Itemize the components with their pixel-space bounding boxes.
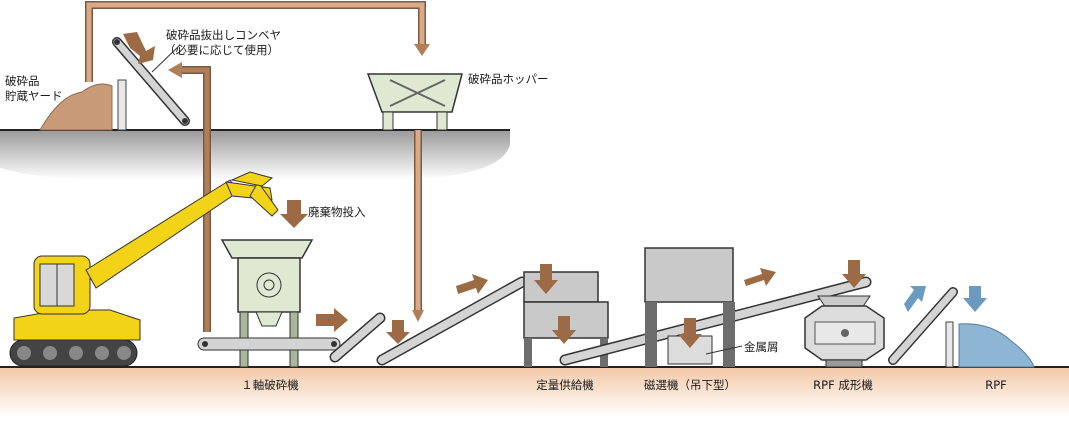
crushed-hopper [366, 73, 463, 131]
arrow-down-icon [842, 260, 866, 288]
label-single-shaft-crusher: １軸破砕機 [241, 378, 299, 392]
leader-line [151, 44, 181, 73]
label-rpf: RPF [985, 378, 1007, 392]
discharge-conveyor [112, 37, 190, 126]
label-rpf-molder: RPF 成形機 [813, 378, 873, 392]
crusher-conveyor [197, 337, 341, 351]
inclined-conveyor-b [376, 276, 528, 366]
label-waste-input: 廃棄物投入 [308, 205, 366, 219]
magnetic-separator [644, 247, 735, 367]
rpf-pile [958, 323, 1035, 368]
arrow-down-blue-icon [963, 286, 987, 312]
inclined-conveyor-a [329, 312, 386, 363]
transfer-pipe [85, 1, 426, 332]
arrow-up-right-blue-icon [904, 286, 926, 312]
rpf-molder [804, 295, 885, 368]
arrow-right-icon [316, 308, 348, 332]
arrow-down-icon [678, 318, 702, 348]
pipe-arrow-down-icon [414, 44, 430, 56]
arrow-down-icon [386, 320, 410, 344]
ground [0, 366, 1069, 417]
waste-input-arrow-icon [280, 200, 308, 228]
arrow-up-right-icon [744, 268, 776, 286]
pipe-arrow-down-icon [412, 310, 424, 322]
arrow-up-left-icon [123, 32, 155, 64]
pipe-arrow-left-icon [168, 62, 182, 78]
rpf-pile-post [945, 321, 954, 368]
label-crushed-yard-line1: 破砕品 [5, 74, 40, 88]
label-constant-feeder: 定量供給機 [536, 378, 594, 392]
arrow-down-icon [552, 316, 576, 344]
crushed-product-pile [39, 79, 127, 131]
label-scrap-metal: 金属屑 [744, 340, 779, 354]
upper-floor [0, 129, 510, 180]
label-magnetic-separator: 磁選機（吊下型） [644, 378, 736, 392]
label-crushed-yard-line2: 貯蔵ヤード [5, 89, 63, 103]
arrow-up-right-icon [456, 274, 488, 294]
leader-line [705, 345, 743, 355]
label-discharge-conveyor-line1: 破砕品抜出しコンベヤ [166, 28, 281, 42]
label-crushed-hopper: 破砕品ホッパー [468, 72, 549, 86]
label-discharge-conveyor-line2: （必要に応じて使用） [164, 43, 279, 57]
long-conveyor [559, 276, 872, 366]
arrow-down-icon [534, 264, 558, 294]
excavator [9, 171, 279, 367]
rpf-conveyor [888, 287, 958, 365]
